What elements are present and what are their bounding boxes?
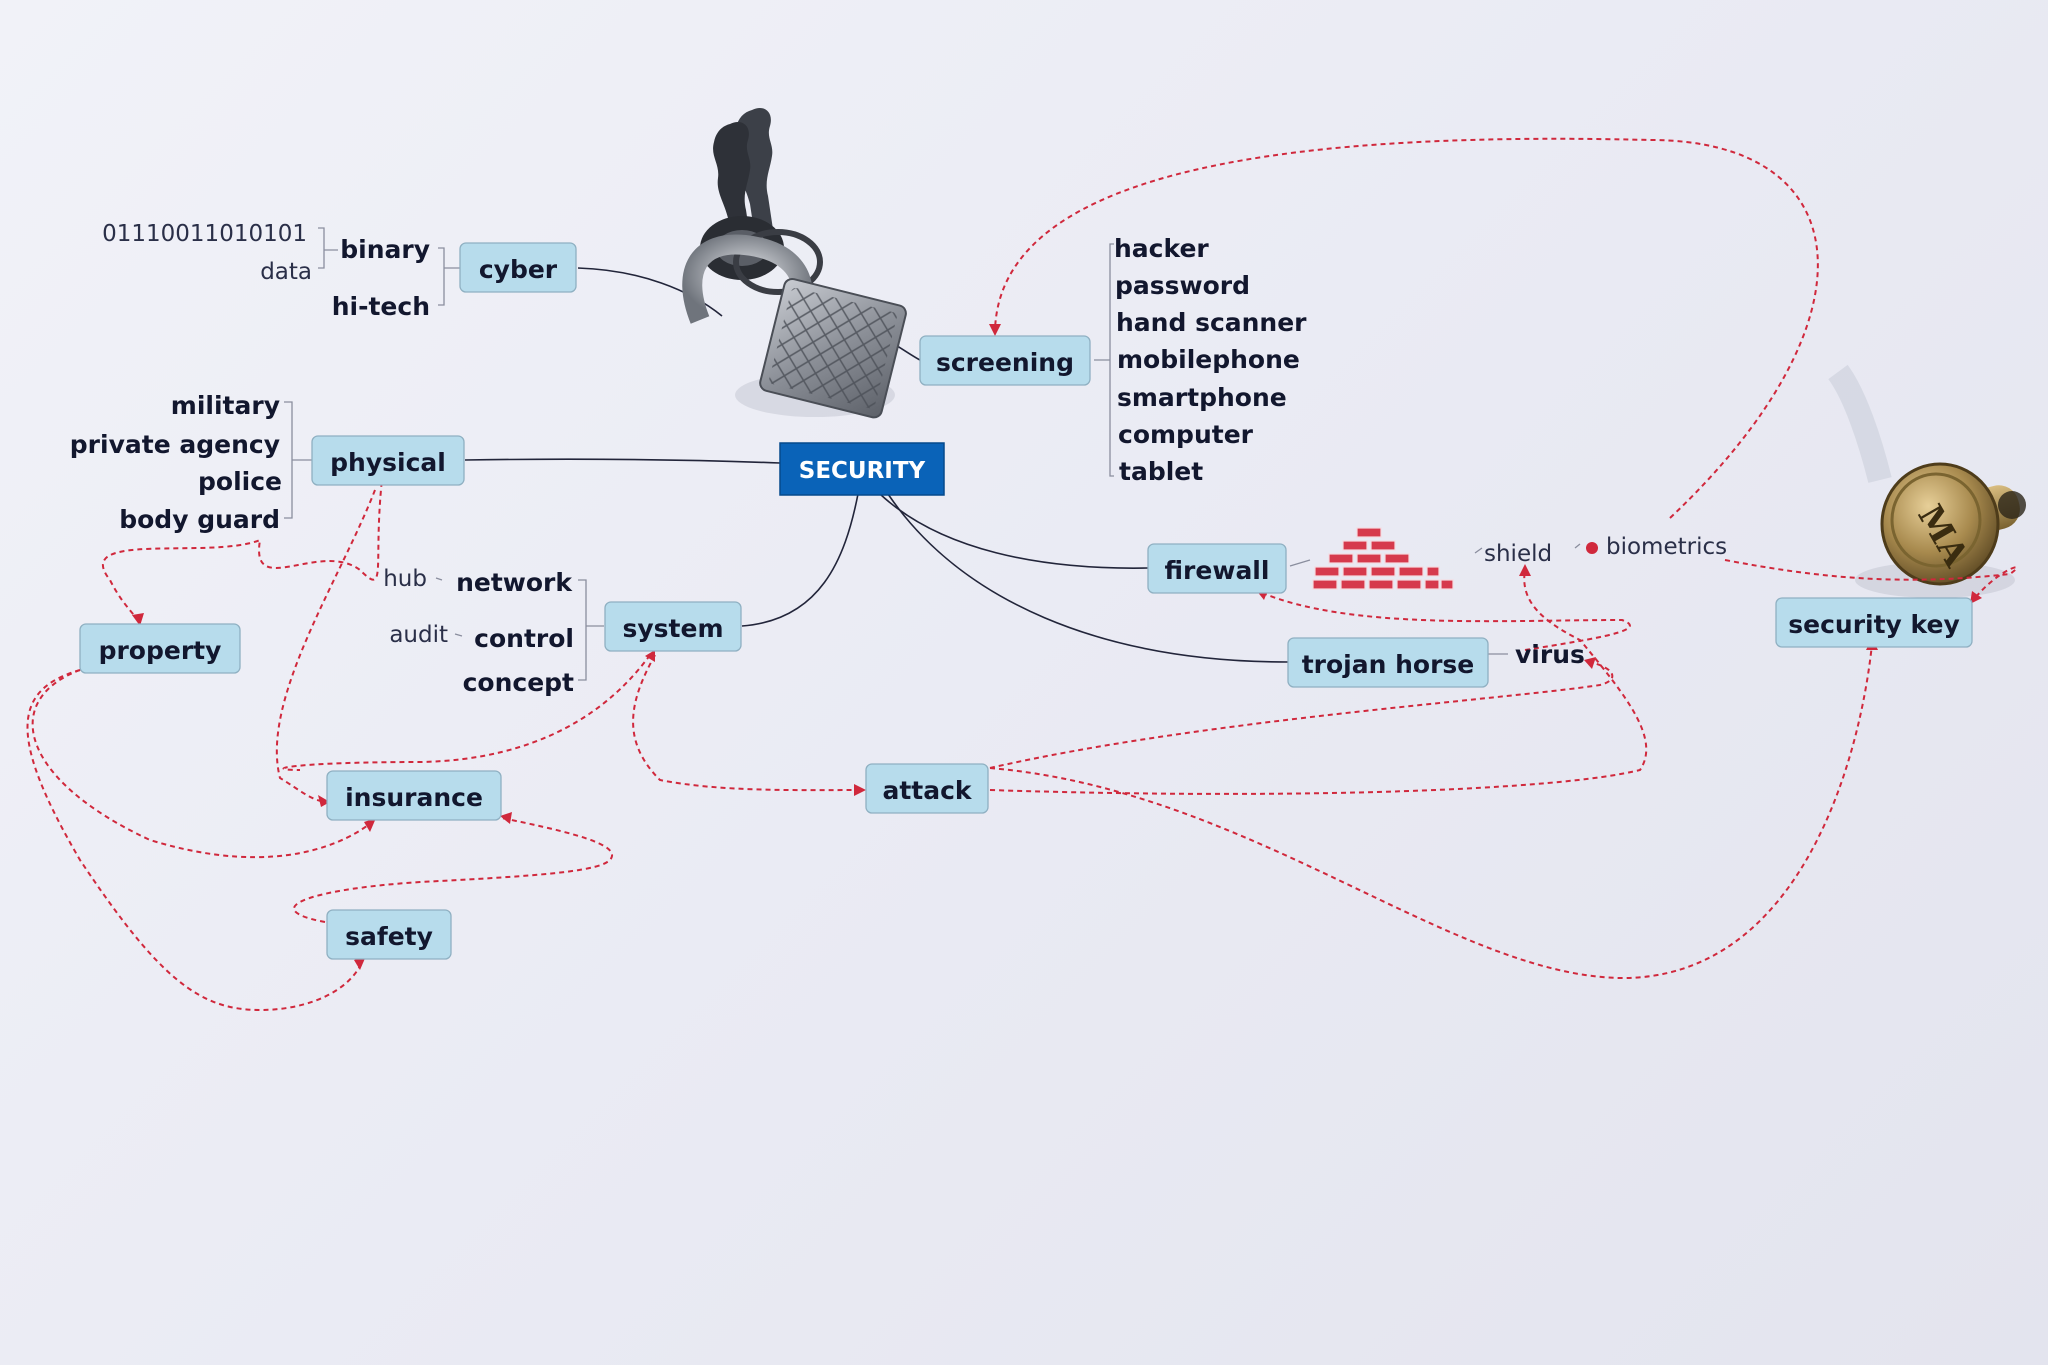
node-security-key[interactable]: security key xyxy=(1775,597,1973,648)
rel-virus-firewall xyxy=(1259,591,1631,651)
rel-property-insurance xyxy=(31,669,373,859)
link-physical xyxy=(464,458,781,464)
firewall-bricks-icon xyxy=(1312,527,1454,590)
node-firewall[interactable]: firewall xyxy=(1147,543,1287,594)
rel-attack-security-key xyxy=(989,643,1873,980)
rel-attack-virus xyxy=(989,661,1614,769)
link-system xyxy=(741,493,859,627)
node-firewall-label: firewall xyxy=(1165,556,1270,585)
node-screening[interactable]: screening xyxy=(919,335,1091,386)
node-security-key-box xyxy=(1775,597,1973,648)
node-safety-label: safety xyxy=(345,922,433,951)
leaf-network: network xyxy=(456,568,573,597)
node-trojan-horse-label: trojan horse xyxy=(1302,650,1475,679)
central-node-label: SECURITY xyxy=(799,458,926,484)
leaf-body-guard: body guard xyxy=(119,505,280,534)
node-trojan-horse[interactable]: trojan horse xyxy=(1287,637,1489,688)
leaf-shield: shield xyxy=(1484,541,1552,567)
node-property-label: property xyxy=(99,636,222,665)
leaf-binary-code: 01110011010101 xyxy=(102,221,307,247)
node-security-key-label: security key xyxy=(1788,610,1960,639)
leaf-hub: hub xyxy=(383,566,427,592)
leaf-binary: binary xyxy=(340,235,430,264)
node-insurance[interactable]: insurance xyxy=(326,770,502,821)
leaf-audit: audit xyxy=(389,622,448,648)
leaf-hi-tech: hi-tech xyxy=(332,292,430,321)
rel-biometrics-security-key xyxy=(1724,559,2018,599)
link-trojan-horse xyxy=(887,493,1289,663)
node-screening-box xyxy=(919,335,1091,386)
leaf-police: police xyxy=(198,467,282,496)
leaf-brackets xyxy=(284,227,1581,681)
node-attack[interactable]: attack xyxy=(865,763,989,814)
leaf-private-agency: private agency xyxy=(70,430,280,459)
node-safety-box xyxy=(326,909,452,960)
node-physical[interactable]: physical xyxy=(311,435,465,486)
rel-safety-insurance xyxy=(293,817,613,923)
leaf-computer: computer xyxy=(1118,420,1254,449)
link-cyber xyxy=(577,267,723,317)
node-cyber[interactable]: cyber xyxy=(459,242,577,293)
brass-key-image: MA xyxy=(1828,364,2026,598)
rel-attack-shield xyxy=(989,569,1648,795)
node-physical-box xyxy=(311,435,465,486)
main-links xyxy=(464,267,1289,663)
node-physical-label: physical xyxy=(330,448,446,477)
leaf-tablet: tablet xyxy=(1119,457,1203,486)
leaf-control: control xyxy=(474,624,574,653)
rel-physical-insurance xyxy=(275,489,376,803)
rel-system-insurance xyxy=(282,654,651,771)
node-trojan-horse-box xyxy=(1287,637,1489,688)
node-screening-label: screening xyxy=(936,348,1074,377)
central-node-box xyxy=(779,442,945,496)
leaf-biometrics: biometrics xyxy=(1606,534,1727,560)
leaf-mobilephone: mobilephone xyxy=(1117,345,1300,374)
link-firewall xyxy=(879,493,1149,569)
node-system-box xyxy=(604,601,742,652)
leaf-virus: virus xyxy=(1515,640,1585,669)
node-cyber-box xyxy=(459,242,577,293)
rel-system-attack xyxy=(632,654,863,792)
node-system[interactable]: system xyxy=(604,601,742,652)
node-property[interactable]: property xyxy=(79,623,241,674)
rel-physical-property xyxy=(101,454,386,621)
node-attack-label: attack xyxy=(882,776,972,805)
central-node[interactable]: SECURITY xyxy=(779,442,945,496)
padlock-image xyxy=(682,107,907,419)
leaf-military: military xyxy=(171,391,280,420)
leaf-data: data xyxy=(260,259,312,285)
biometrics-marker-icon xyxy=(1586,542,1598,554)
rel-property-safety xyxy=(26,669,363,1012)
relationship-lines xyxy=(26,137,2018,1012)
node-cyber-label: cyber xyxy=(479,255,558,284)
node-firewall-box xyxy=(1147,543,1287,594)
node-property-box xyxy=(79,623,241,674)
leaf-hacker: hacker xyxy=(1114,234,1209,263)
leaf-password: password xyxy=(1115,271,1250,300)
node-insurance-box xyxy=(326,770,502,821)
leaf-concept: concept xyxy=(463,668,574,697)
node-insurance-label: insurance xyxy=(345,783,483,812)
leaf-smartphone: smartphone xyxy=(1117,383,1287,412)
node-attack-box xyxy=(865,763,989,814)
leaf-hand-scanner: hand scanner xyxy=(1116,308,1307,337)
node-system-label: system xyxy=(622,614,723,643)
node-safety[interactable]: safety xyxy=(326,909,452,960)
